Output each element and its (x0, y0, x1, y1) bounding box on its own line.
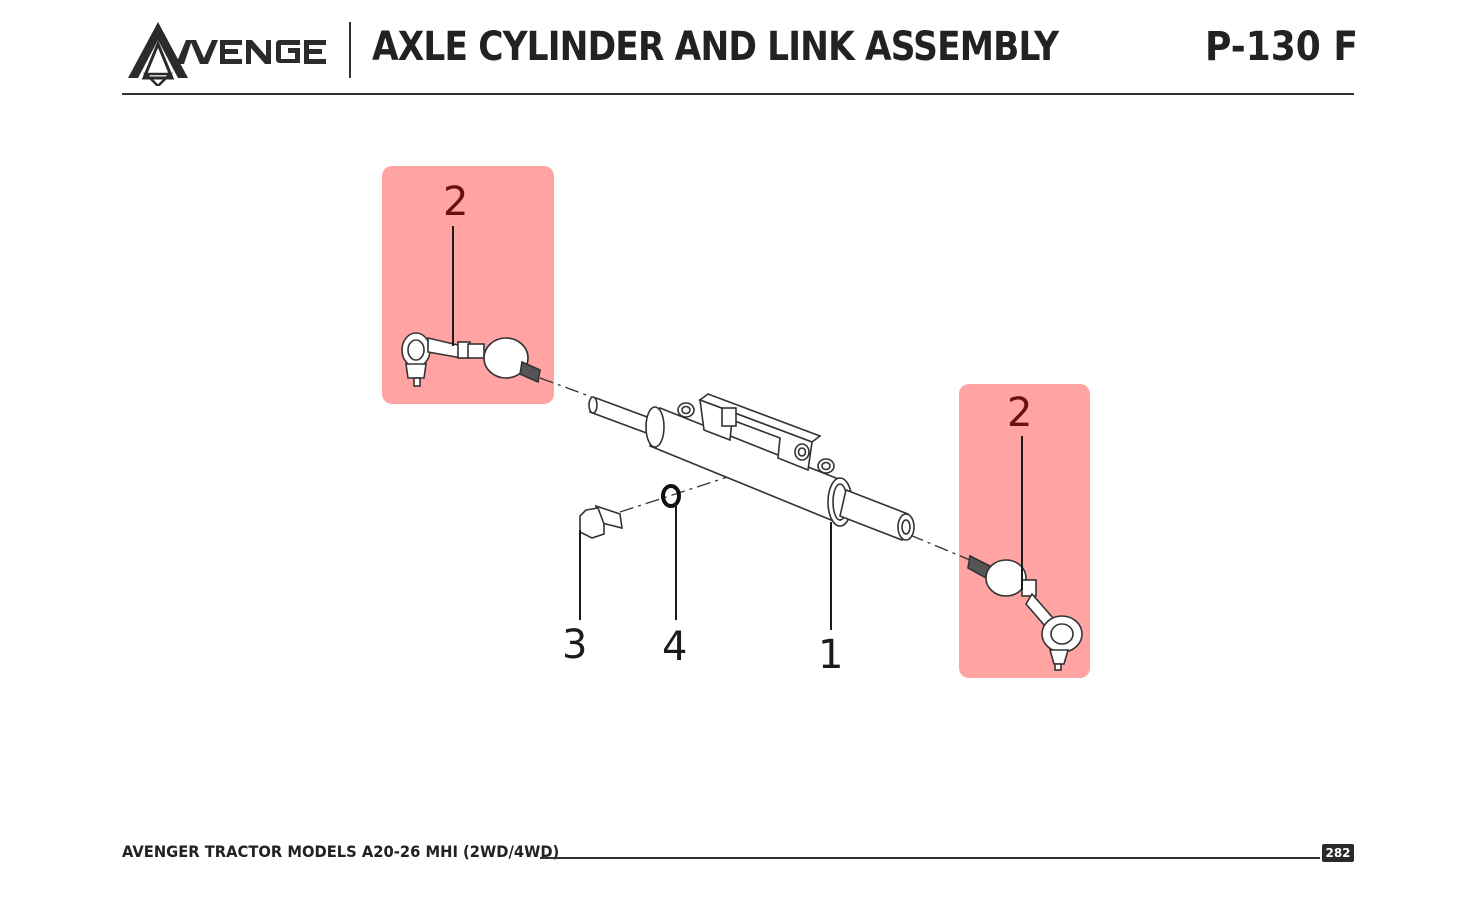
footer-model-text: AVENGER TRACTOR MODELS A20-26 MHI (2WD/4… (122, 842, 560, 861)
header-rule (122, 93, 1354, 95)
callout-4: 4 (662, 624, 687, 670)
page-title: AXLE CYLINDER AND LINK ASSEMBLY (372, 24, 1059, 70)
page-number-badge: 282 (1322, 844, 1354, 862)
header: AXLE CYLINDER AND LINK ASSEMBLY P-130 F (122, 14, 1358, 96)
avenger-logo (128, 22, 326, 86)
callout-1: 1 (818, 632, 843, 678)
tie-rod-end-left (401, 332, 541, 387)
bolt (579, 504, 623, 539)
callout-2-right: 2 (1007, 390, 1032, 436)
tie-rod-end-right (967, 554, 1083, 671)
callout-2-left: 2 (443, 179, 468, 225)
callout-3: 3 (562, 622, 587, 668)
highlight-box-right (959, 384, 1090, 678)
leader-lines (452, 226, 1023, 630)
page-code: P-130 F (1205, 24, 1358, 70)
axle-cylinder (588, 393, 915, 542)
title-divider (349, 22, 351, 78)
o-ring (661, 484, 681, 508)
footer-rule (540, 857, 1320, 859)
